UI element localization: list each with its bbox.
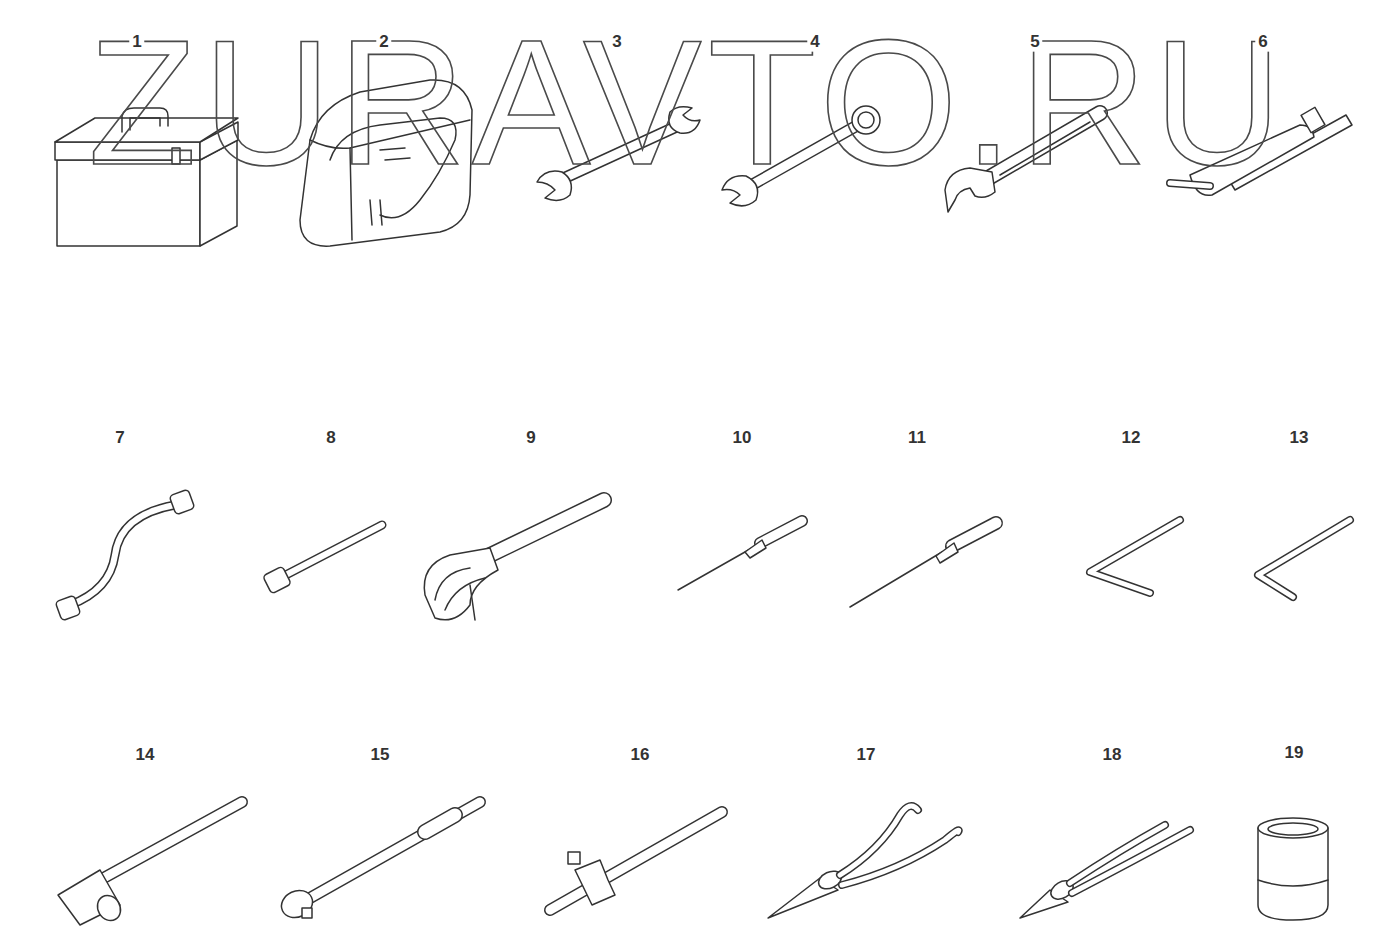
hex-key (1090, 520, 1180, 593)
callout-number: 6 (1255, 33, 1270, 52)
callout-number: 13 (1287, 429, 1312, 448)
callout-number: 19 (1282, 744, 1307, 763)
callout-number: 5 (1027, 33, 1042, 52)
phillips-screwdriver (678, 521, 802, 590)
callout-number: 3 (609, 33, 624, 52)
callout-number: 15 (368, 746, 393, 765)
watermark: ZURAVTO.RU (88, 14, 1288, 192)
t-handle-wrench (550, 812, 722, 910)
socket-head (1258, 818, 1328, 920)
callout-number: 18 (1100, 746, 1125, 765)
hex-key (1258, 520, 1350, 597)
callout-number: 17 (854, 746, 879, 765)
callout-number: 12 (1119, 429, 1144, 448)
callout-number: 2 (376, 33, 391, 52)
ratchet-handle (277, 802, 480, 923)
callout-number: 1 (129, 33, 144, 52)
long-nose-pliers (768, 806, 959, 918)
callout-number: 16 (628, 746, 653, 765)
strap-wrench (424, 500, 604, 620)
callout-number: 11 (905, 429, 929, 448)
callout-number: 10 (730, 429, 755, 448)
callout-number: 8 (323, 429, 338, 448)
hammer (58, 802, 242, 925)
callout-number: 14 (133, 746, 158, 765)
callout-number: 4 (807, 33, 822, 52)
flat-screwdriver (850, 523, 996, 607)
curved-box-wrench (55, 489, 195, 621)
callout-number: 7 (112, 429, 127, 448)
combination-pliers (1020, 825, 1190, 918)
callout-number: 9 (523, 429, 538, 448)
extension-bar (263, 525, 382, 594)
